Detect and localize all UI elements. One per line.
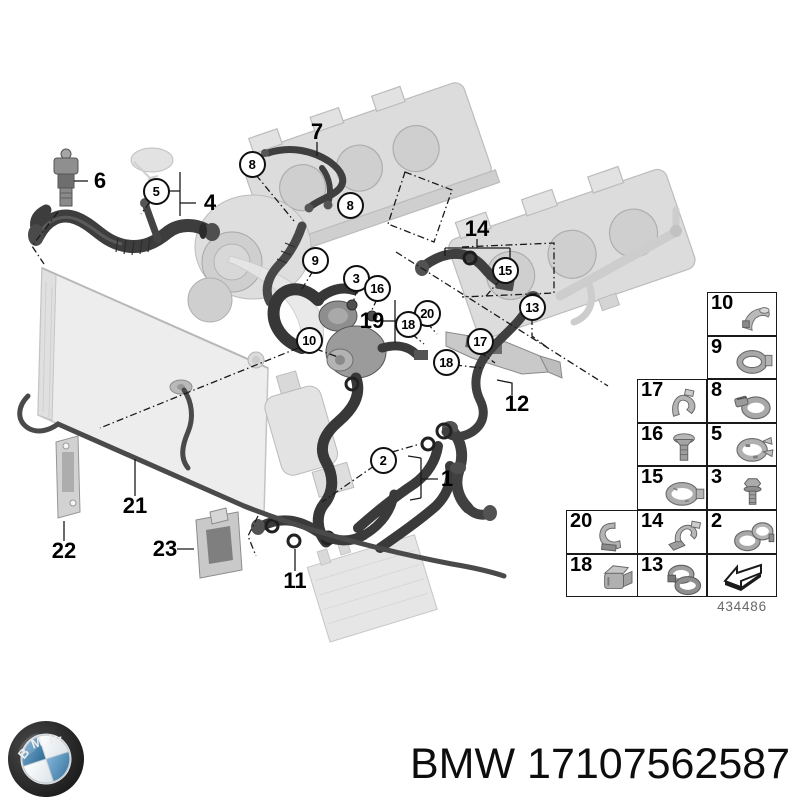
expanding-rivet-icon	[673, 433, 695, 461]
legend-cell-9: 9	[707, 336, 777, 379]
legend-cell-14: 14	[637, 510, 707, 554]
callout-label-12: 12	[504, 391, 530, 416]
bracket-22	[55, 435, 81, 519]
legend-cell-arrow	[707, 554, 777, 597]
callout-circled-20: 20	[413, 299, 441, 327]
legend-number: 2	[711, 510, 723, 532]
spring-clip-icon	[599, 522, 622, 552]
legend-number: 8	[711, 379, 723, 401]
legend-cell-10: 10	[707, 292, 777, 336]
callout-circled-13: 13	[518, 293, 546, 321]
legend-number: 10	[711, 292, 734, 314]
legend-number: 16	[641, 423, 664, 445]
callout-circled-5: 5	[142, 177, 170, 205]
legend-number: 15	[641, 466, 664, 488]
part-number-text: BMW 17107562587	[410, 740, 791, 788]
double-hose-clamp-icon	[667, 564, 702, 596]
legend-number: 3	[711, 466, 723, 488]
legend-cell-2: 2	[707, 510, 777, 554]
legend-cell-15: 15	[637, 466, 707, 510]
water-pump-hose-cluster	[267, 283, 428, 548]
legend-number: 5	[711, 423, 723, 445]
callout-circled-18a: 18	[394, 310, 422, 338]
hose-clamp-pair-icon	[734, 522, 775, 552]
profile-clamp-icon	[665, 481, 705, 506]
drawing-number: 434486	[717, 599, 767, 614]
callout-label-4: 4	[203, 190, 217, 215]
hex-bolt-icon	[743, 478, 762, 505]
radiator	[37, 266, 269, 517]
callout-circled-2: 2	[369, 446, 397, 474]
legend-cell-5: 5	[707, 423, 777, 466]
callout-circled-8b: 8	[336, 191, 364, 219]
legend-number: 17	[641, 379, 664, 401]
heater-core	[306, 534, 438, 643]
legend-cell-20: 20	[566, 510, 638, 554]
holder-bracket-icon	[668, 520, 702, 551]
hose-elbow-clip-icon	[742, 307, 770, 331]
callout-circled-9: 9	[301, 246, 329, 274]
callout-label-22: 22	[51, 538, 77, 563]
callout-circled-16: 16	[363, 274, 391, 302]
cooler-line-21	[17, 387, 507, 579]
expansion-tank-faded	[264, 370, 355, 498]
temperature-sensor-6	[53, 148, 79, 207]
callout-label-19: 19	[359, 308, 385, 333]
spring-band-clamp-icon	[736, 436, 774, 462]
bracket-23	[195, 507, 243, 579]
callout-label-23: 23	[152, 536, 178, 561]
callout-circled-15: 15	[491, 256, 519, 284]
holder-clip-icon	[672, 388, 696, 417]
legend-cell-16: 16	[637, 423, 707, 466]
callout-label-6: 6	[93, 168, 107, 193]
callout-label-11: 11	[283, 568, 307, 593]
legend-cell-8: 8	[707, 379, 777, 423]
hose-11	[251, 515, 369, 549]
worm-drive-clamp-icon	[734, 395, 771, 420]
retaining-clip-icon	[603, 565, 633, 589]
radiator-hose-4	[28, 198, 220, 256]
ring-clamp-icon	[736, 350, 773, 374]
legend-number: 14	[641, 510, 664, 532]
legend-number: 13	[641, 554, 664, 576]
leader-lines-dashdot	[31, 171, 609, 557]
callout-label-7: 7	[310, 119, 324, 144]
callout-circled-17: 17	[466, 327, 494, 355]
legend-number: 20	[570, 510, 593, 532]
legend-cell-17: 17	[637, 379, 707, 423]
callout-label-1: 1	[440, 466, 454, 491]
corrugated-hose-9	[262, 221, 307, 307]
coolant-pipe-faded	[555, 206, 682, 326]
heater-hoses	[353, 441, 456, 553]
legend-cell-13: 13	[637, 554, 707, 597]
bmw-logo: BMW	[8, 721, 84, 797]
legend-number: 9	[711, 336, 723, 358]
callout-circled-8a: 8	[238, 150, 266, 178]
callout-label-14: 14	[464, 216, 490, 241]
direction-arrow-icon	[723, 563, 762, 591]
legend-cell-18: 18	[566, 554, 638, 597]
callout-circled-18b: 18	[432, 348, 460, 376]
callout-circled-10: 10	[295, 326, 323, 354]
callout-label-21: 21	[122, 493, 148, 518]
legend-number: 18	[570, 554, 593, 576]
legend-cell-3: 3	[707, 466, 777, 510]
vent-hose-7	[261, 146, 347, 213]
engine-valve-cover-top	[241, 82, 501, 262]
